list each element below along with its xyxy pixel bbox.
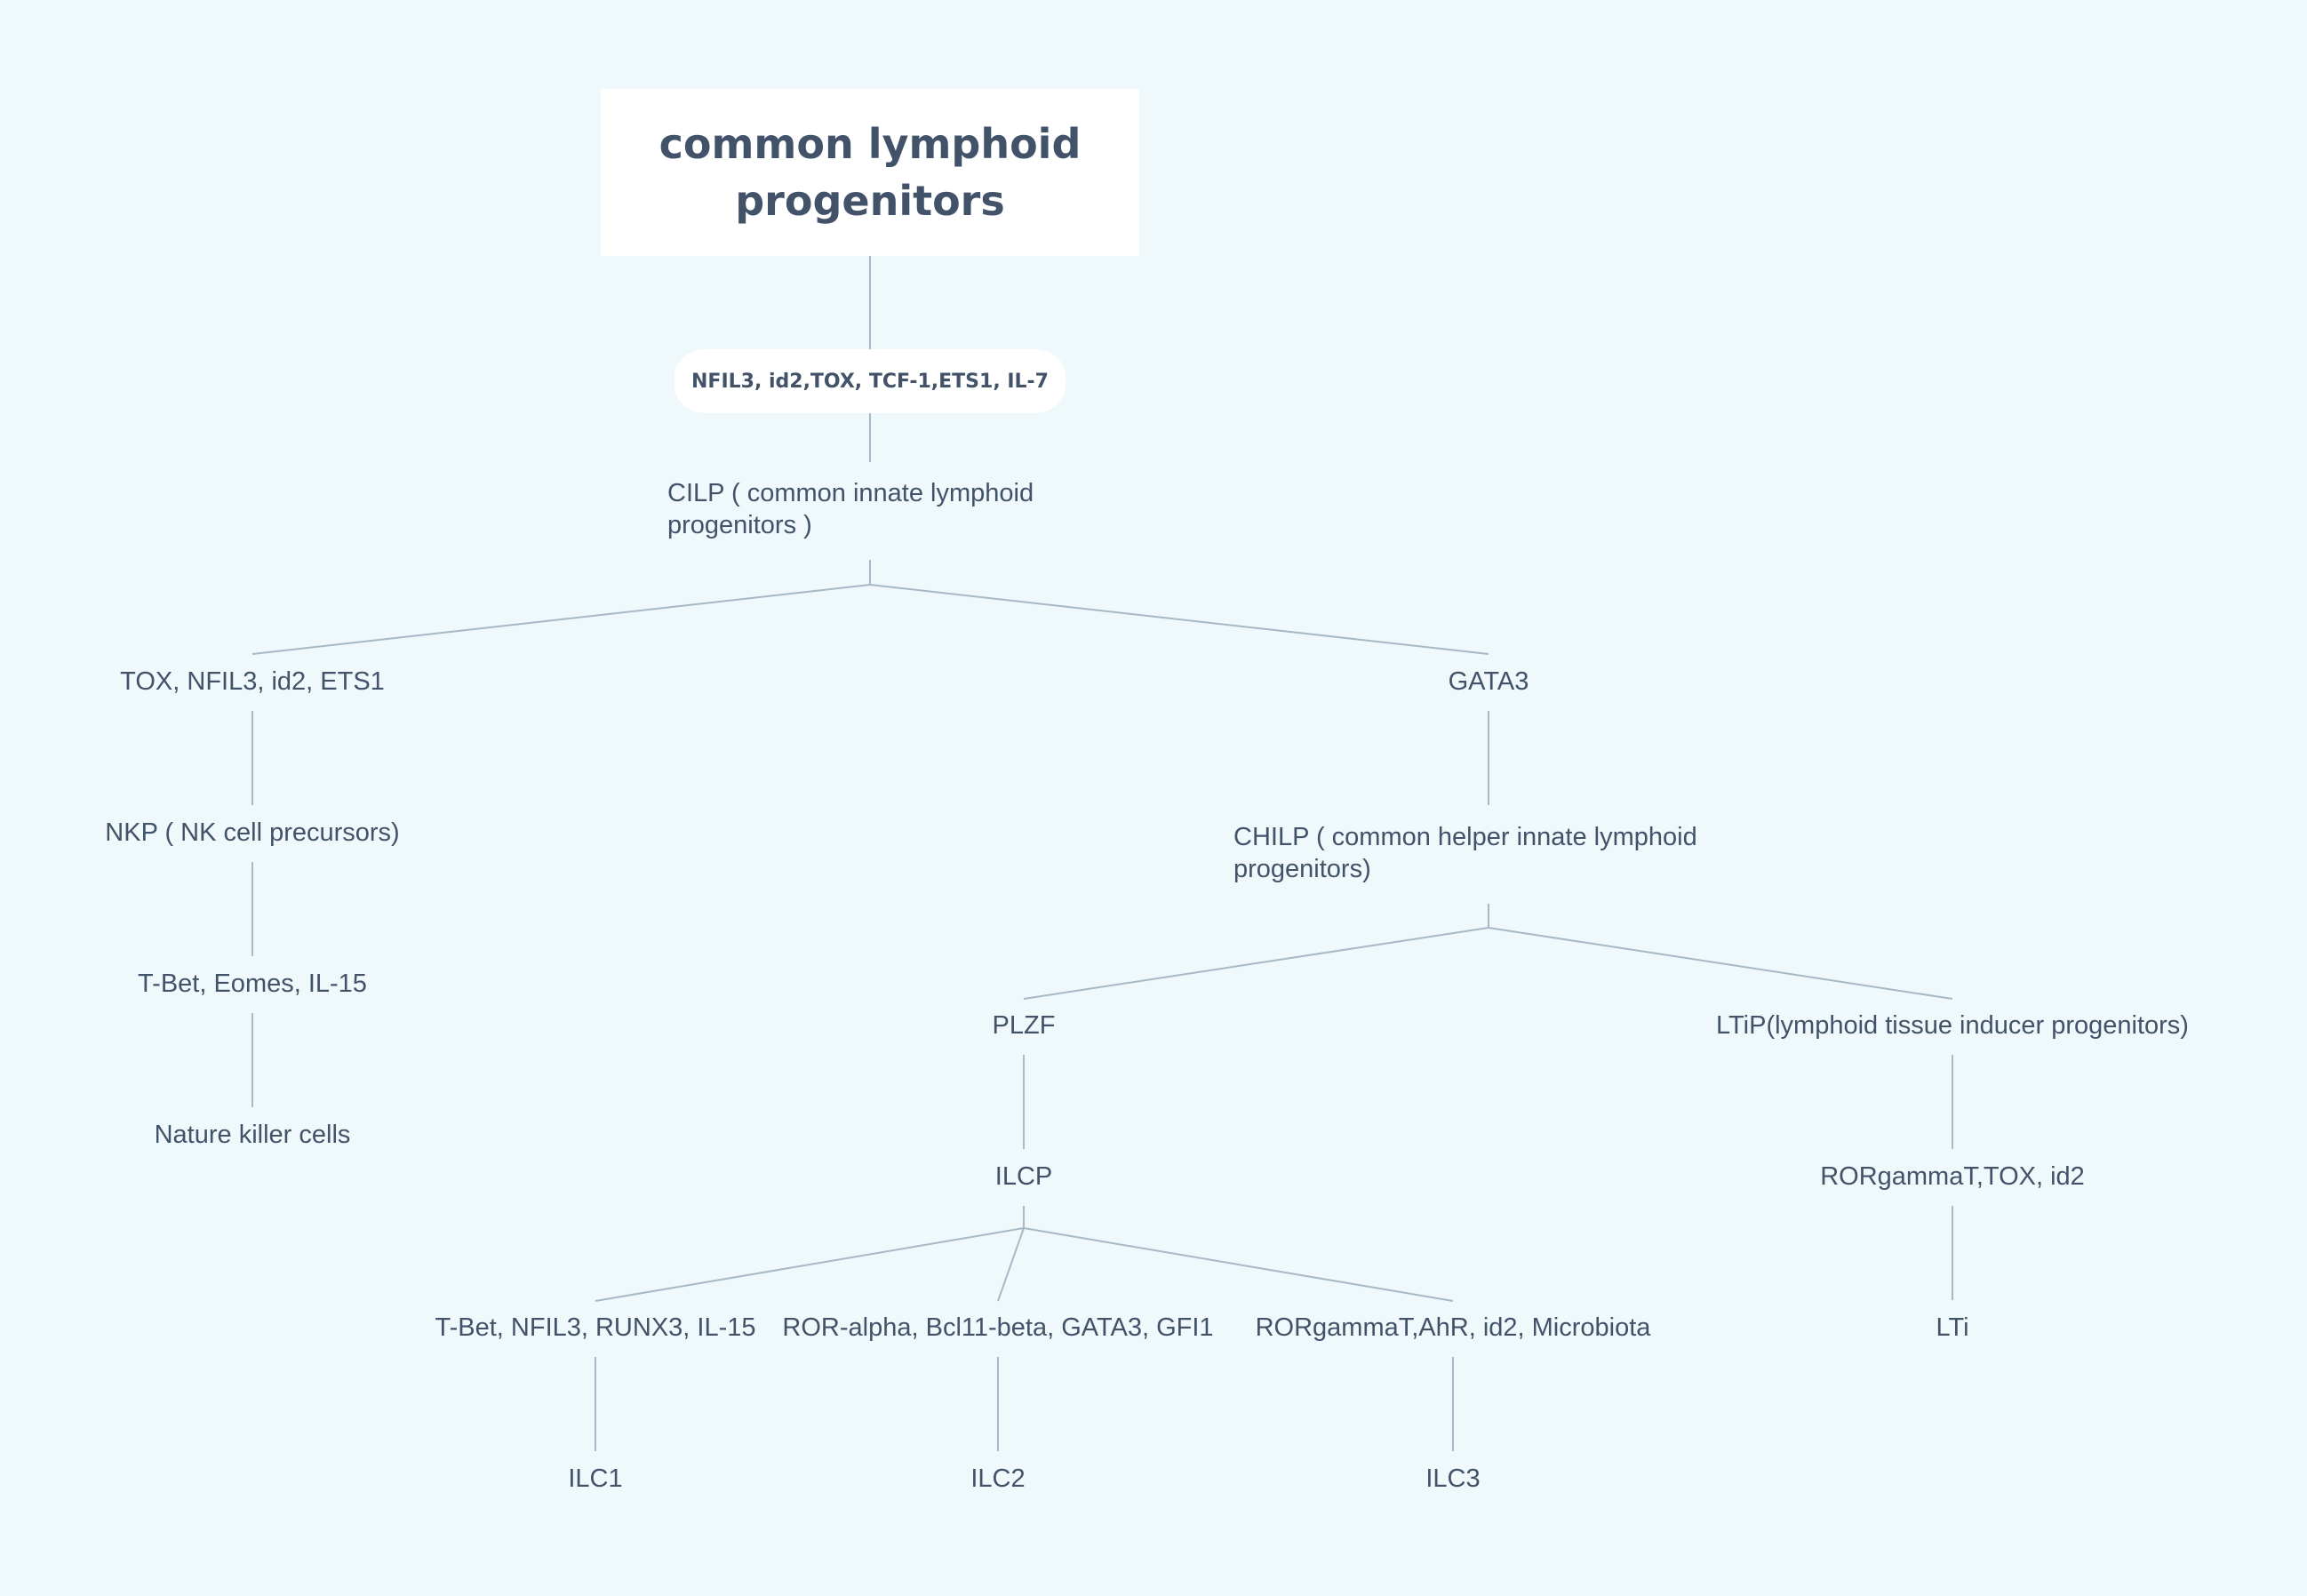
connector bbox=[1023, 927, 1489, 1000]
connector bbox=[1488, 927, 1953, 1000]
nk-factors-node[interactable]: TOX, NFIL3, id2, ETS1 bbox=[120, 667, 385, 696]
ilc1-node[interactable]: ILC1 bbox=[568, 1464, 623, 1493]
plzf-node[interactable]: PLZF bbox=[992, 1011, 1056, 1040]
ilc1-factors-node[interactable]: T-Bet, NFIL3, RUNX3, IL-15 bbox=[435, 1313, 756, 1342]
lti-node[interactable]: LTi bbox=[1936, 1313, 1969, 1342]
connector bbox=[997, 1227, 1025, 1302]
connector bbox=[595, 1227, 1025, 1302]
ltip-node[interactable]: LTiP(lymphoid tissue inducer progenitors… bbox=[1716, 1011, 2189, 1040]
root-node-label: common lymphoid progenitors bbox=[659, 120, 1082, 225]
ilc3-node[interactable]: ILC3 bbox=[1425, 1464, 1481, 1493]
root-factors-node[interactable]: NFIL3, id2,TOX, TCF-1,ETS1, IL-7 bbox=[675, 349, 1066, 413]
ilc3-factors-node[interactable]: RORgammaT,AhR, id2, Microbiota bbox=[1255, 1313, 1651, 1342]
root-factors-label: NFIL3, id2,TOX, TCF-1,ETS1, IL-7 bbox=[691, 370, 1049, 393]
connector bbox=[869, 584, 1489, 655]
connector bbox=[1023, 1227, 1454, 1302]
nk-cells-node[interactable]: Nature killer cells bbox=[154, 1121, 351, 1149]
ilc2-factors-node[interactable]: ROR-alpha, Bcl11-beta, GATA3, GFI1 bbox=[782, 1313, 1214, 1342]
nkp-factors-node[interactable]: T-Bet, Eomes, IL-15 bbox=[138, 970, 367, 998]
chilp-node[interactable]: CHILP ( common helper innate lymphoid pr… bbox=[1233, 823, 1697, 883]
nkp-node[interactable]: NKP ( NK cell precursors) bbox=[105, 818, 400, 847]
ilc2-node[interactable]: ILC2 bbox=[970, 1464, 1026, 1493]
root-node[interactable]: common lymphoid progenitors bbox=[601, 89, 1139, 256]
ilcp-node[interactable]: ILCP bbox=[994, 1162, 1053, 1191]
cilp-node[interactable]: CILP ( common innate lymphoid progenitor… bbox=[667, 479, 1034, 539]
connector bbox=[251, 584, 871, 655]
ltip-factors-node[interactable]: RORgammaT,TOX, id2 bbox=[1820, 1162, 2085, 1191]
gata3-node[interactable]: GATA3 bbox=[1448, 667, 1529, 696]
